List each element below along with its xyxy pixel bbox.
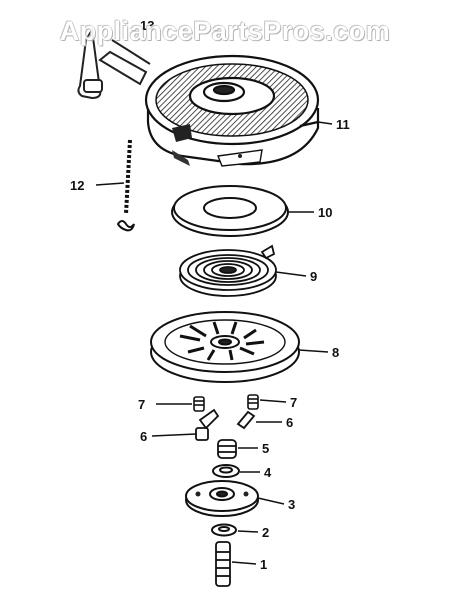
label-11: 11 bbox=[336, 117, 350, 132]
part-10-washer bbox=[171, 185, 289, 237]
label-4: 4 bbox=[264, 465, 272, 480]
part-7-spring-right bbox=[247, 394, 259, 410]
label-5: 5 bbox=[262, 441, 269, 456]
part-1-screw bbox=[215, 541, 231, 587]
part-13-handle bbox=[77, 27, 151, 100]
part-6-pawl-right bbox=[236, 410, 256, 430]
label-7-right: 7 bbox=[290, 395, 297, 410]
leader-9 bbox=[275, 271, 307, 277]
label-3: 3 bbox=[288, 497, 295, 512]
leader-1 bbox=[231, 561, 257, 565]
label-1: 1 bbox=[260, 557, 267, 572]
part-7-spring-left bbox=[193, 396, 205, 412]
leader-11 bbox=[317, 121, 333, 125]
part-3-retainer-plate bbox=[185, 480, 259, 517]
leader-2 bbox=[237, 530, 259, 533]
leader-6-left bbox=[151, 433, 197, 437]
label-13: 13 bbox=[140, 18, 154, 33]
label-7-left: 7 bbox=[138, 397, 145, 412]
watermark: AppliancePartsPros.com bbox=[59, 16, 391, 46]
part-5-retainer bbox=[217, 439, 237, 459]
leader-7-right bbox=[259, 399, 287, 403]
label-9: 9 bbox=[310, 269, 317, 284]
leader-3 bbox=[257, 497, 285, 505]
part-6-pawl-left bbox=[195, 408, 220, 441]
part-2-washer bbox=[211, 523, 237, 537]
label-12: 12 bbox=[70, 178, 84, 193]
label-8: 8 bbox=[332, 345, 339, 360]
label-6-left: 6 bbox=[140, 429, 147, 444]
leader-12 bbox=[95, 182, 125, 186]
part-11-housing bbox=[144, 54, 320, 167]
part-4-washer bbox=[212, 464, 240, 478]
label-2: 2 bbox=[262, 525, 269, 540]
part-12-rope bbox=[116, 139, 135, 232]
label-10: 10 bbox=[318, 205, 332, 220]
part-8-pulley bbox=[150, 311, 300, 383]
label-6-right: 6 bbox=[286, 415, 293, 430]
part-9-spring bbox=[179, 244, 277, 297]
leader-8 bbox=[298, 349, 329, 353]
